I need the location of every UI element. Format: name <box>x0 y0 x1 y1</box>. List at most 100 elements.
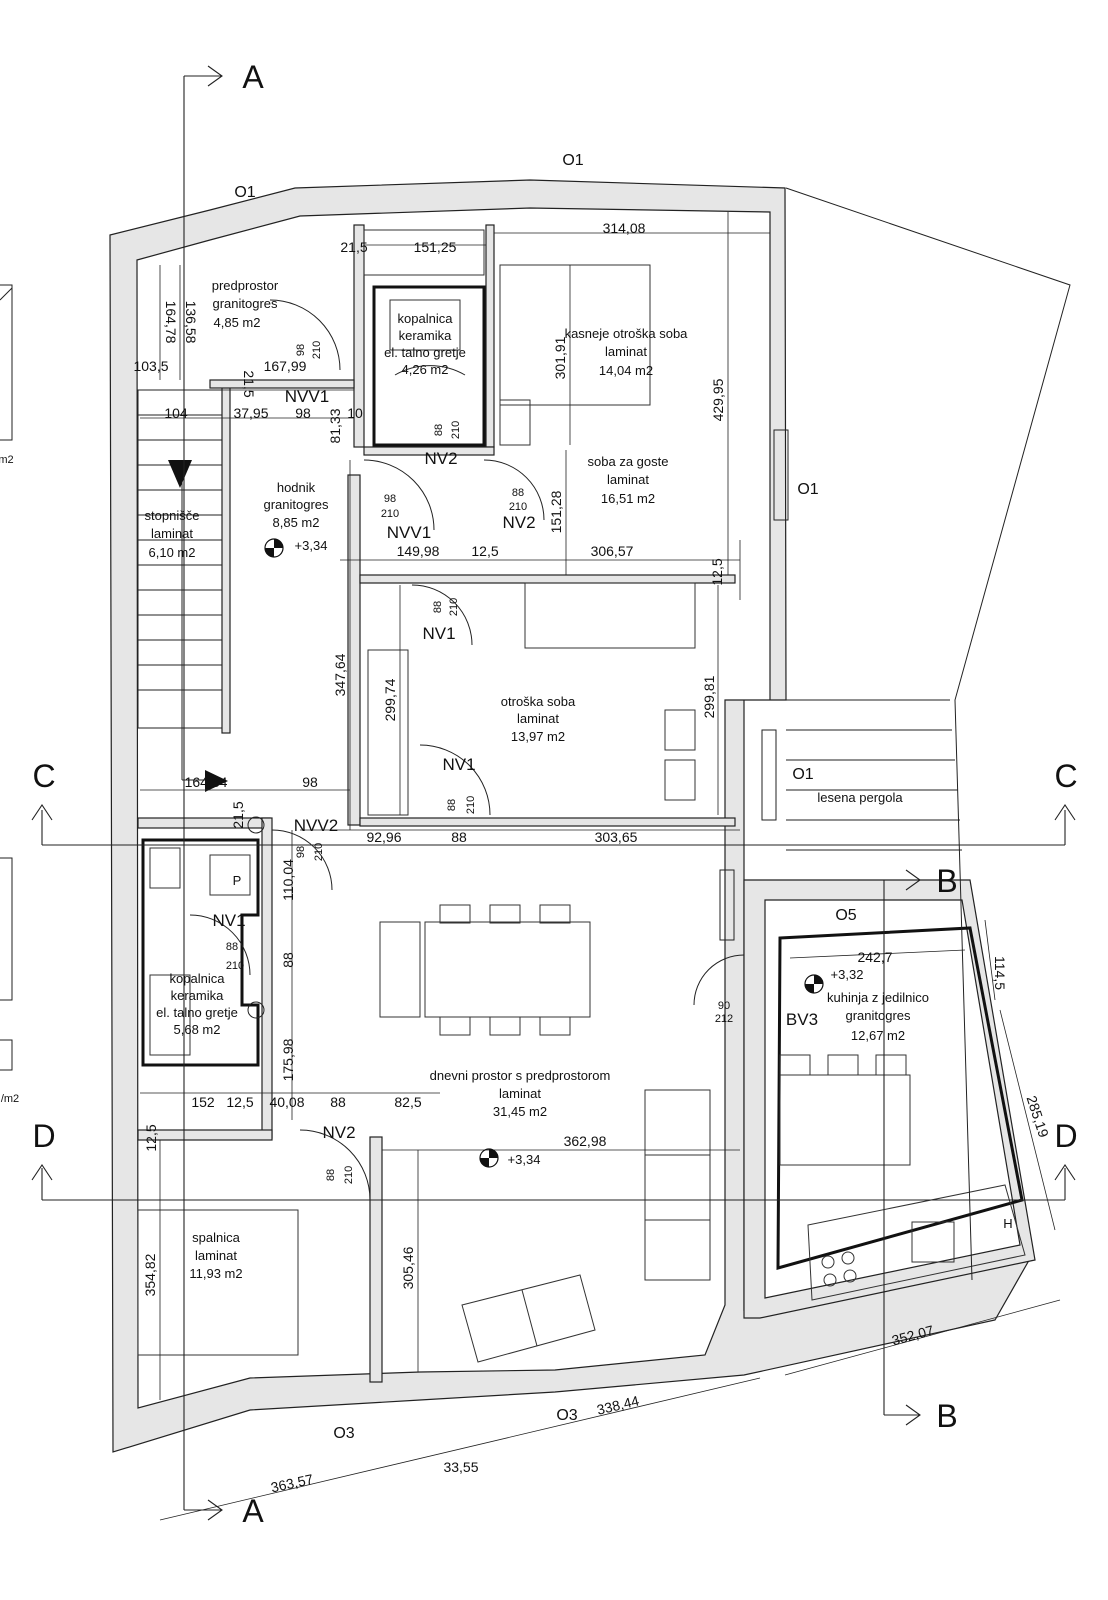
door-width: 88 <box>432 601 444 613</box>
dimension: 314,08 <box>603 220 646 236</box>
room-area: 13,97 m2 <box>511 729 565 744</box>
door-nv2: NV2 <box>502 513 535 532</box>
door-width: 88 <box>446 799 458 811</box>
door-height: 210 <box>450 421 462 439</box>
armchair <box>461 1274 596 1363</box>
dimension: 88 <box>330 1094 346 1110</box>
toilet-label: P <box>233 873 242 888</box>
bath1-outline <box>372 285 486 447</box>
dimension: 152 <box>191 1094 215 1110</box>
dimension: 12,5 <box>709 558 725 585</box>
fragment-label: /m2 <box>1 1093 19 1105</box>
door-nv1: NV1 <box>212 911 245 930</box>
room-floor: keramika <box>171 988 225 1003</box>
dimension: 167,99 <box>264 358 307 374</box>
door-nv2: NV2 <box>322 1123 355 1142</box>
level-value: +3,34 <box>295 538 328 553</box>
section-a-bottom: A <box>242 1493 264 1529</box>
staircase <box>137 389 228 792</box>
dimension: 21,5 <box>241 370 257 397</box>
door-width: 88 <box>325 1169 337 1181</box>
dimension: 88 <box>280 952 296 968</box>
dimension: 305,46 <box>400 1246 416 1289</box>
wall-bath2-right <box>261 817 273 1139</box>
wall-hall-left <box>221 384 231 734</box>
section-b-bottom: B <box>936 1398 957 1434</box>
room-floor: granitogres <box>263 497 329 512</box>
opening-o5: O5 <box>835 907 856 924</box>
door-height: 210 <box>343 1166 355 1184</box>
room-floor: laminat <box>195 1248 237 1263</box>
section-c-left: C <box>32 758 55 794</box>
dimension: 82,5 <box>394 1094 421 1110</box>
room-area: 12,67 m2 <box>851 1028 905 1043</box>
room-area: 6,10 m2 <box>149 545 196 560</box>
room-area: 31,45 m2 <box>493 1104 547 1119</box>
room-name: predprostor <box>212 278 279 293</box>
room-area: 14,04 m2 <box>599 363 653 378</box>
toilet-p <box>209 854 251 896</box>
dimension: 136,58 <box>183 301 199 344</box>
room-floor: keramika <box>399 328 453 343</box>
door-width: 98 <box>384 493 396 505</box>
kitchen-wall <box>743 879 1036 1319</box>
dimension: 363,57 <box>269 1471 314 1496</box>
door-width: 88 <box>433 424 445 436</box>
dimension: 33,55 <box>443 1459 478 1475</box>
room-area: 4,85 m2 <box>214 315 261 330</box>
room-floor: laminat <box>499 1086 541 1101</box>
room-name: kopalnica <box>170 971 226 986</box>
dimension: 164,78 <box>163 301 179 344</box>
wall-mid-horiz <box>359 574 736 584</box>
dimension: 164,54 <box>185 774 228 790</box>
dimension: 12,5 <box>143 1124 159 1151</box>
room-name: kasneje otroška soba <box>565 326 689 341</box>
level-value: +3,34 <box>508 1152 541 1167</box>
wall-child-bottom <box>359 817 736 827</box>
section-lines <box>31 65 1076 1521</box>
door-height: 210 <box>226 960 244 972</box>
dimension: 303,65 <box>595 829 638 845</box>
room-area: 4,26 m2 <box>402 362 449 377</box>
walls <box>109 179 1036 1453</box>
door-width: 90 <box>718 1000 730 1012</box>
sofa <box>644 1089 711 1281</box>
door-size-labels: 98 210 88 210 98 210 88 210 88 210 88 21… <box>226 341 733 1184</box>
level-value: +3,32 <box>831 967 864 982</box>
dimension: 299,74 <box>382 678 398 721</box>
door-height: 210 <box>465 796 477 814</box>
dimension: 299,81 <box>701 675 717 718</box>
adjacent-sheet-fragments <box>0 284 13 1071</box>
door-height: 210 <box>448 598 460 616</box>
wardrobe-child <box>524 582 696 649</box>
dimension: 12,5 <box>226 1094 253 1110</box>
dimension: 110,04 <box>280 859 296 901</box>
stair-arrow-down <box>168 460 192 488</box>
section-b-top: B <box>936 863 957 899</box>
dimension: 175,98 <box>280 1038 296 1081</box>
room-extra: el. talno gretje <box>384 345 466 360</box>
door-height: 210 <box>509 501 527 513</box>
room-name: hodnik <box>277 480 316 495</box>
dimension: 306,57 <box>591 543 634 559</box>
dimension: 338,44 <box>595 1392 641 1417</box>
door-nv1: NV1 <box>442 755 475 774</box>
wardrobe-top <box>363 229 485 276</box>
door-nv2: NV2 <box>424 449 457 468</box>
section-d-right: D <box>1054 1118 1077 1154</box>
room-extra: el. talno gretje <box>156 1005 238 1020</box>
room-floor: granitogres <box>212 296 278 311</box>
dimension: 40,08 <box>269 1094 304 1110</box>
door-swings <box>189 299 745 1201</box>
dimension: 151,25 <box>414 239 457 255</box>
dimension: 242,7 <box>857 949 892 965</box>
dimension: 114,5 <box>992 956 1008 990</box>
dimension: 354,82 <box>142 1253 158 1296</box>
door-labels: NVV1 NV2 NVV1 NV2 NV1 NV1 NVV2 NV1 NV2 B… <box>212 387 818 1142</box>
section-labels: A A B B C C D D <box>32 59 1077 1529</box>
wall-bedroom-top <box>137 1129 273 1141</box>
dimension: 347,64 <box>332 653 348 696</box>
door-nvv1: NVV1 <box>387 523 431 542</box>
opening-o1: O1 <box>792 766 813 783</box>
